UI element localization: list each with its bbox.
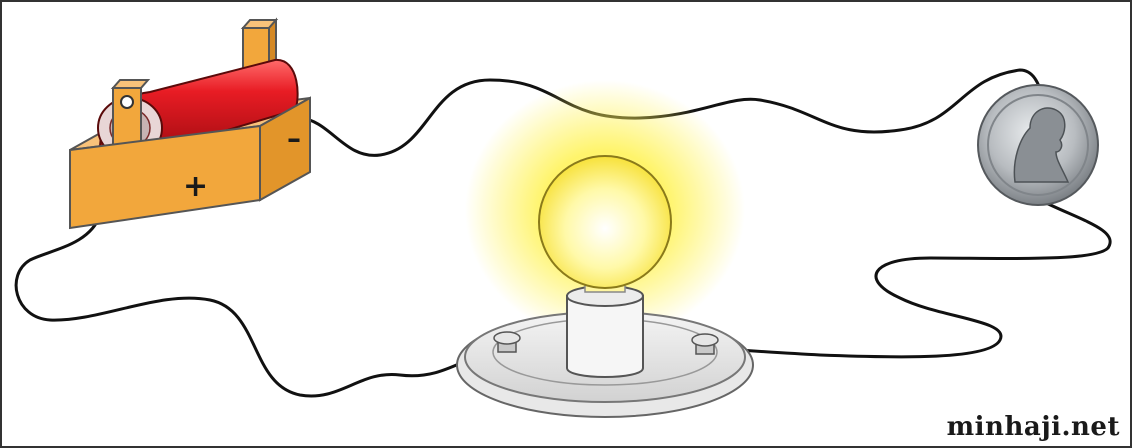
negative-sign: –	[287, 122, 301, 155]
wire-coin-to-bulb	[708, 200, 1110, 357]
coin	[978, 85, 1098, 205]
watermark: minhaji.net	[947, 412, 1120, 442]
battery: + –	[70, 20, 310, 228]
terminal-screw-left	[494, 332, 520, 352]
bulb-glass	[539, 156, 671, 288]
positive-sign: +	[183, 169, 208, 204]
bulb-socket	[567, 296, 643, 377]
terminal-screw-right	[692, 334, 718, 354]
bulb-holder	[457, 286, 753, 417]
